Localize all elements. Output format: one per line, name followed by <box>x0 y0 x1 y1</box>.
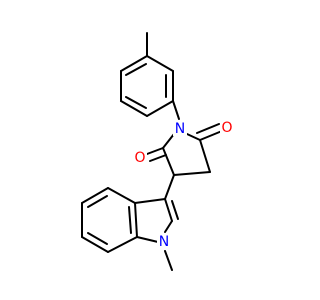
chemical-structure-diagram: N O O N <box>81 32 234 271</box>
benzene-bond-6 <box>146 55 174 72</box>
benzene-bond-1-inner <box>125 63 147 76</box>
carbonyl-left-bond-a <box>146 147 164 155</box>
indole-c3a-c4-bond <box>107 187 136 204</box>
carbonyl-oxygen-left-atom: O <box>133 149 147 166</box>
carbonyl-right-bond-a <box>199 130 223 141</box>
n-methyl-bond <box>164 250 173 271</box>
benzene-bond-3-inner <box>125 96 147 109</box>
indole-nitrogen-atom: N <box>157 233 171 250</box>
benzene-bond-4 <box>146 100 174 117</box>
indole-n-c7a-bond <box>136 236 159 243</box>
carbonyl-oxygen-right-atom: O <box>220 119 234 136</box>
ring-nitrogen-atom: N <box>173 120 187 137</box>
atom-labels: N O O N <box>133 119 234 250</box>
indole-c3a-c7a-inner <box>128 206 132 234</box>
indole-c6-c7-bond <box>81 236 109 253</box>
bonds <box>81 32 223 271</box>
indole-c6-c7-inner <box>87 232 108 245</box>
carbonyl-right-bond-b <box>196 123 220 134</box>
carbonyl-left-bond-b <box>149 154 167 162</box>
indole-c3a-c7a-bond <box>134 202 138 238</box>
ring-indole-link-bond <box>164 174 175 200</box>
c4-c5-bond <box>162 147 175 176</box>
indole-c7-c7a-bond <box>107 236 138 253</box>
carbonyl-oxygen-left-label: O <box>134 150 145 166</box>
indole-c4-c5-inner <box>87 195 108 208</box>
ring-nitrogen-label: N <box>175 121 185 137</box>
indole-c3-c2-inner <box>171 200 179 220</box>
indole-nitrogen-label: N <box>159 234 169 250</box>
indole-c3-c2-bond <box>164 198 173 222</box>
benzene-bond-1 <box>120 55 148 72</box>
carbonyl-oxygen-right-label: O <box>221 120 232 136</box>
aryl-n-bond <box>172 100 180 120</box>
indole-c3-c3a-bond <box>134 198 166 204</box>
indole-c4-c5-bond <box>81 187 109 204</box>
indole-c2-n-bond <box>164 220 173 233</box>
c3-c4-bond <box>173 171 211 176</box>
c5-n-bond <box>162 133 175 149</box>
c2-c3-bond <box>199 139 211 173</box>
benzene-bond-3 <box>120 100 148 117</box>
n-c2-bond <box>186 133 201 141</box>
